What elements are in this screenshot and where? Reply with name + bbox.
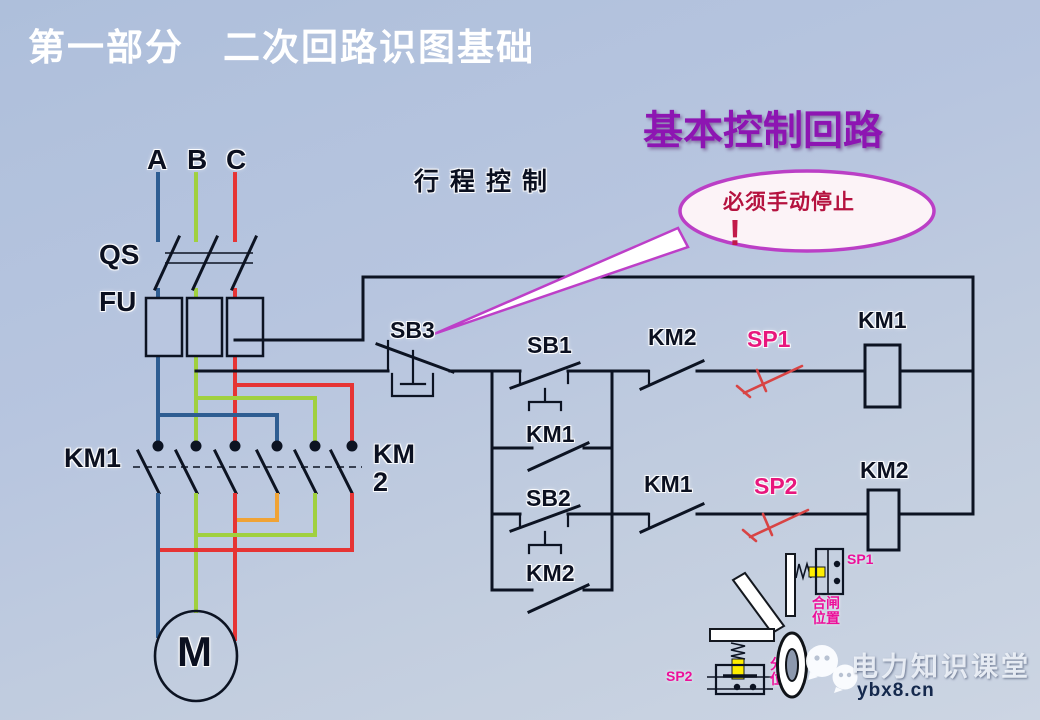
sb3-label: SB3	[390, 317, 435, 343]
watermark-brand: 电力知识课堂	[851, 652, 1031, 682]
km2-jumper-green	[198, 493, 317, 537]
km1-selfhold-contact-symbol	[490, 441, 614, 472]
sp1-physical-switch	[785, 547, 845, 617]
km2-coil-label: KM2	[860, 457, 909, 483]
km1-interlock-contact-symbol	[639, 502, 705, 534]
main-contact-blades	[133, 440, 362, 496]
callout-text: 必须手动停止	[723, 191, 855, 214]
km2-interlock-contact-symbol	[639, 359, 705, 391]
watermark-site: ybx8.cn	[857, 680, 935, 701]
motor-label: M	[177, 628, 212, 675]
sb2-label: SB2	[526, 485, 571, 511]
km2-contactor-label: KM 2	[373, 439, 415, 498]
callout-exclamation: !	[729, 212, 741, 253]
ring-logo-icon	[776, 631, 808, 699]
slide-subtitle: 基本控制回路	[643, 108, 883, 153]
km1-selfhold-label: KM1	[526, 421, 575, 447]
phase-c-label: C	[226, 144, 247, 175]
sb2-start-button-symbol	[509, 504, 581, 555]
slide-title: 第一部分 二次回路识图基础	[28, 28, 535, 69]
km1-contactor-label: KM1	[64, 443, 122, 473]
sb3-stop-button-symbol	[375, 339, 455, 398]
sp1-caption: 合闸 位置	[812, 595, 840, 627]
phase-a-label: A	[147, 144, 168, 175]
motor-circle	[153, 609, 239, 703]
sb1-label: SB1	[527, 332, 572, 358]
km1-coil-symbol	[863, 343, 902, 409]
sp2-physical-switch	[707, 571, 786, 696]
wechat-icon	[806, 645, 858, 693]
sp1-label: SP1	[747, 326, 791, 352]
km2-coil-symbol	[866, 488, 901, 552]
control-bus-top-right	[233, 275, 975, 516]
fu-fuse-symbols	[144, 296, 265, 358]
fu-label: FU	[99, 286, 137, 317]
section-label: 行程控制	[414, 168, 559, 196]
callout-bubble	[433, 169, 936, 336]
sp1-physical-label: SP1	[847, 551, 874, 567]
km2-jumper-orange	[237, 493, 279, 522]
sp2-physical-label: SP2	[666, 668, 693, 684]
km1-interlock-label: KM1	[644, 471, 693, 497]
sp2-limit-switch-symbol	[741, 508, 810, 543]
km1-coil-label: KM1	[858, 307, 907, 333]
km2-selfhold-contact-symbol	[490, 583, 614, 614]
qs-disconnector-symbol	[153, 235, 258, 291]
phase-b-label: B	[187, 144, 208, 175]
qs-label: QS	[99, 239, 140, 270]
sp2-label: SP2	[754, 473, 798, 499]
branch-b-to-km2	[196, 396, 317, 446]
branch-c-to-km2	[235, 383, 354, 446]
sp1-limit-switch-symbol	[735, 364, 804, 399]
sb1-start-button-symbol	[509, 361, 581, 412]
km2-jumper-red	[160, 493, 354, 552]
branch-a-to-km2	[158, 413, 279, 446]
km2-selfhold-label: KM2	[526, 560, 575, 586]
km2-interlock-label: KM2	[648, 324, 697, 350]
